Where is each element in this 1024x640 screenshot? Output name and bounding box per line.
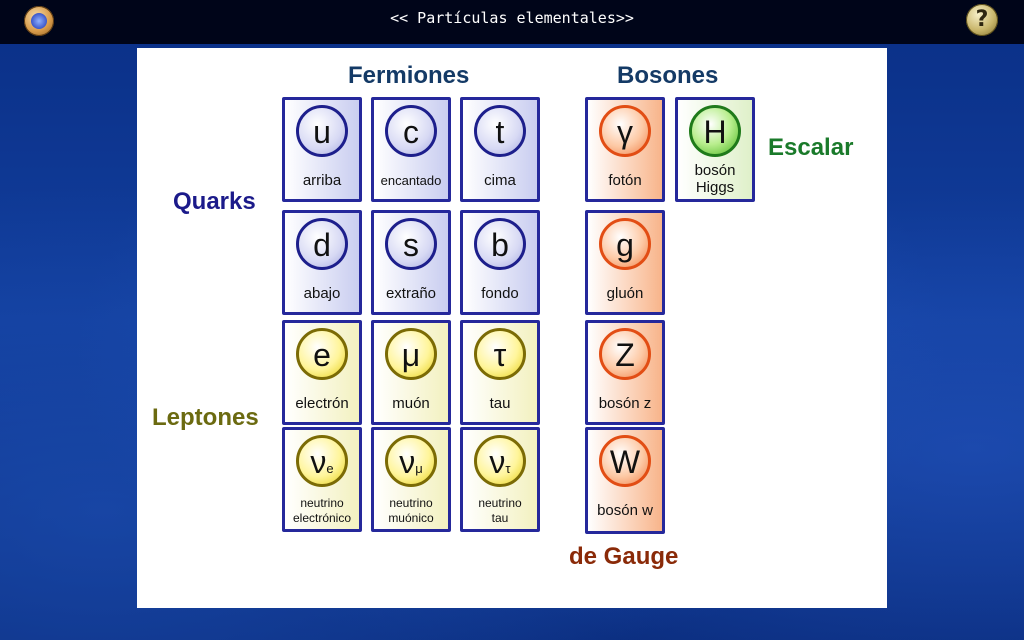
symbol-subscript: τ xyxy=(505,461,511,476)
particle-name: cima xyxy=(484,172,516,189)
particle-symbol: t xyxy=(474,105,526,157)
particle-symbol: ντ xyxy=(474,435,526,487)
particle-name: bosón w xyxy=(597,502,653,519)
particle-symbol: H xyxy=(689,105,741,157)
particle-symbol: s xyxy=(385,218,437,270)
particle-card-tau[interactable]: τ tau xyxy=(460,320,540,425)
particle-card-electron[interactable]: e electrón xyxy=(282,320,362,425)
particle-card-z-boson[interactable]: Z bosón z xyxy=(585,320,665,425)
particle-symbol: d xyxy=(296,218,348,270)
particle-name: abajo xyxy=(303,285,341,302)
particle-symbol: νμ xyxy=(385,435,437,487)
name-line-1: bosón xyxy=(694,162,736,179)
particle-card-bottom[interactable]: b fondo xyxy=(460,210,540,315)
particle-symbol: τ xyxy=(474,328,526,380)
particle-name: electrón xyxy=(295,395,349,412)
particle-card-strange[interactable]: s extraño xyxy=(371,210,451,315)
symbol-subscript: μ xyxy=(415,461,423,476)
particle-name: encantado xyxy=(380,173,442,188)
name-line-2: Higgs xyxy=(695,179,735,196)
name-line-2: electrónico xyxy=(292,511,352,525)
particle-name: extraño xyxy=(385,285,437,302)
particle-symbol: b xyxy=(474,218,526,270)
particle-card-w-boson[interactable]: W bosón w xyxy=(585,427,665,534)
particle-card-gluon[interactable]: g gluón xyxy=(585,210,665,315)
name-line-1: neutrino xyxy=(300,496,344,510)
particle-symbol: g xyxy=(599,218,651,270)
particle-name: muón xyxy=(392,395,430,412)
particle-symbol: νe xyxy=(296,435,348,487)
scalar-heading: Escalar xyxy=(768,134,854,161)
particle-name: arriba xyxy=(302,172,342,189)
quarks-heading: Quarks xyxy=(173,188,256,215)
name-line-1: neutrino xyxy=(389,496,433,510)
particle-symbol: W xyxy=(599,435,651,487)
particle-card-photon[interactable]: γ fotón xyxy=(585,97,665,202)
symbol-main: ν xyxy=(489,444,506,480)
particle-name: tau xyxy=(489,395,511,412)
name-line-1: neutrino xyxy=(478,496,522,510)
fermions-heading: Fermiones xyxy=(348,62,470,89)
particle-card-top[interactable]: t cima xyxy=(460,97,540,202)
particle-name: gluón xyxy=(606,285,644,302)
particle-symbol: c xyxy=(385,105,437,157)
particle-symbol: u xyxy=(296,105,348,157)
particle-symbol: e xyxy=(296,328,348,380)
symbol-main: ν xyxy=(310,444,327,480)
particle-card-up[interactable]: u arriba xyxy=(282,97,362,202)
leptons-heading: Leptones xyxy=(152,404,259,431)
particles-panel: Fermiones Bosones Quarks Leptones Escala… xyxy=(137,48,887,608)
particle-name: fondo xyxy=(481,285,519,302)
symbol-main: ν xyxy=(399,444,416,480)
particle-symbol: γ xyxy=(599,105,651,157)
particle-name: fotón xyxy=(608,172,642,189)
bosons-heading: Bosones xyxy=(617,62,719,89)
symbol-subscript: e xyxy=(326,461,334,476)
page-title[interactable]: << Partículas elementales>> xyxy=(390,9,634,27)
atom-core xyxy=(31,13,47,29)
particle-card-muon[interactable]: μ muón xyxy=(371,320,451,425)
particle-symbol: Z xyxy=(599,328,651,380)
particle-name: bosón z xyxy=(598,395,652,412)
atom-logo-icon[interactable] xyxy=(24,6,54,36)
particle-card-down[interactable]: d abajo xyxy=(282,210,362,315)
particle-symbol: μ xyxy=(385,328,437,380)
name-line-2: muónico xyxy=(388,511,434,525)
particle-card-charm[interactable]: c encantado xyxy=(371,97,451,202)
name-line-2: tau xyxy=(491,511,509,525)
top-bar: << Partículas elementales>> ? xyxy=(0,0,1024,44)
gauge-heading: de Gauge xyxy=(569,543,679,570)
question-mark-icon[interactable]: ? xyxy=(966,4,998,36)
